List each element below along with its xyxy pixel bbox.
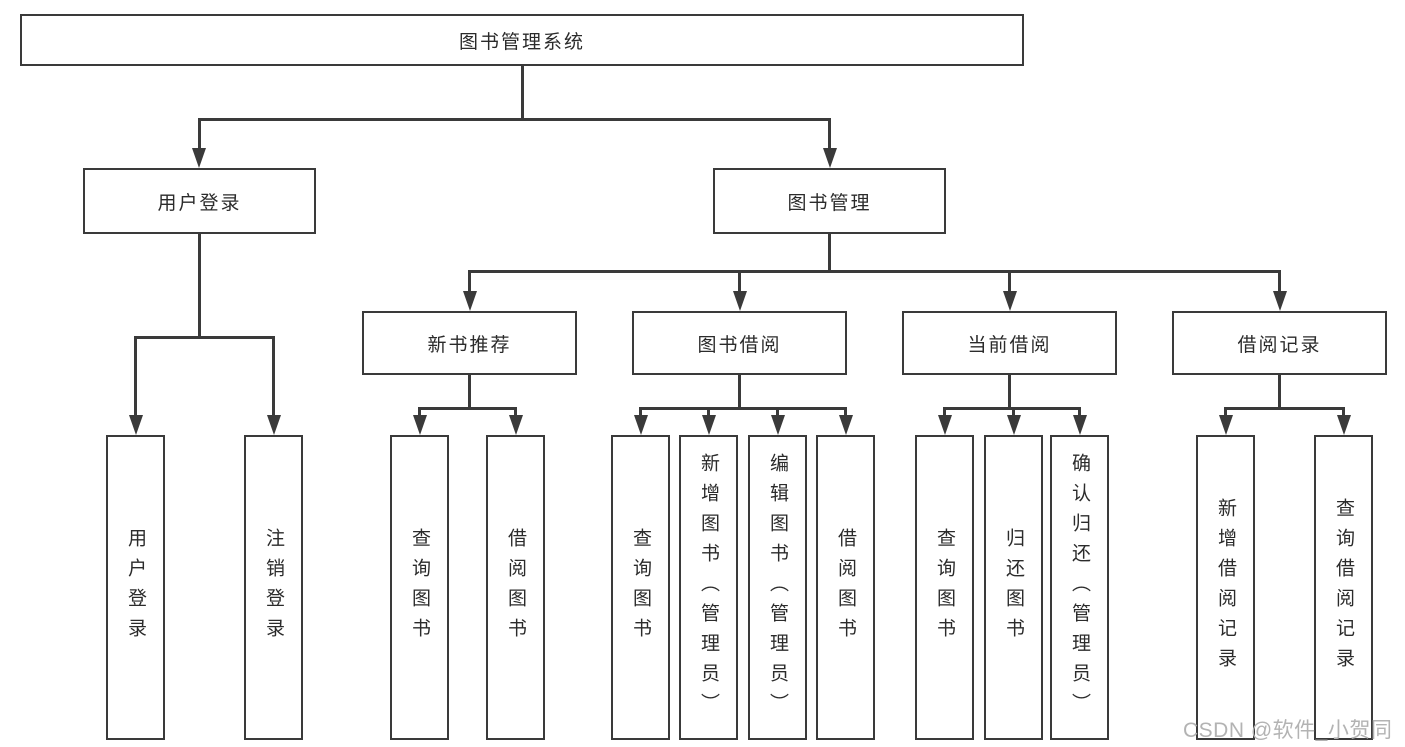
connector-line bbox=[468, 375, 471, 408]
arrowhead-icon bbox=[462, 291, 477, 311]
arrowhead-icon bbox=[770, 415, 785, 435]
connector-line bbox=[738, 271, 741, 295]
arrowhead-icon bbox=[732, 291, 747, 311]
connector-line bbox=[1008, 271, 1011, 295]
leaf-query-borrow-record: 查询借阅记录 bbox=[1314, 435, 1373, 740]
connector-line bbox=[1342, 408, 1345, 419]
connector-line bbox=[639, 408, 642, 419]
connector-line bbox=[1278, 375, 1281, 408]
arrowhead-icon bbox=[1272, 291, 1287, 311]
connector-line bbox=[828, 119, 831, 152]
connector-line bbox=[639, 406, 847, 410]
arrowhead-icon bbox=[1006, 415, 1021, 435]
connector-line bbox=[1224, 406, 1345, 410]
connector-line bbox=[134, 335, 275, 339]
connector-line bbox=[272, 337, 275, 419]
leaf-add-borrow-record: 新增借阅记录 bbox=[1196, 435, 1255, 740]
arrowhead-icon bbox=[1072, 415, 1087, 435]
connector-line bbox=[520, 66, 524, 119]
leaf-return-books: 归还图书 bbox=[984, 435, 1043, 740]
connector-line bbox=[1008, 375, 1011, 408]
leaf-query-books-recommend: 查询图书 bbox=[390, 435, 449, 740]
leaf-edit-books-admin: 编辑图书（管理员） bbox=[748, 435, 807, 740]
arrowhead-icon bbox=[192, 148, 206, 168]
connector-line bbox=[738, 375, 741, 408]
connector-line bbox=[1012, 408, 1015, 419]
arrowhead-icon bbox=[1218, 415, 1233, 435]
connector-line bbox=[828, 234, 831, 271]
watermark: CSDN @软件_小贺同学 bbox=[1183, 719, 1393, 742]
leaf-add-books-admin: 新增图书（管理员） bbox=[679, 435, 738, 740]
connector-line bbox=[418, 408, 421, 419]
leaf-query-books-borrowing: 查询图书 bbox=[611, 435, 670, 740]
connector-line bbox=[197, 117, 831, 121]
connector-line bbox=[468, 271, 471, 295]
arrowhead-icon bbox=[1002, 291, 1017, 311]
arrowhead-icon bbox=[1336, 415, 1351, 435]
leaf-borrow-books-recommend: 借阅图书 bbox=[486, 435, 545, 740]
leaf-user-login: 用户登录 bbox=[106, 435, 165, 740]
arrowhead-icon bbox=[838, 415, 853, 435]
leaf-borrow-books-borrowing: 借阅图书 bbox=[816, 435, 875, 740]
connector-line bbox=[197, 119, 201, 152]
arrowhead-icon bbox=[128, 415, 143, 435]
leaf-confirm-return-admin: 确认归还（管理员） bbox=[1050, 435, 1109, 740]
connector-line bbox=[844, 408, 847, 419]
connector-line bbox=[468, 269, 1281, 273]
arrowhead-icon bbox=[822, 148, 837, 168]
node-user-login: 用户登录 bbox=[83, 168, 316, 234]
connector-line bbox=[1078, 408, 1081, 419]
connector-line bbox=[707, 408, 710, 419]
connector-line bbox=[943, 408, 946, 419]
arrowhead-icon bbox=[701, 415, 716, 435]
connector-line bbox=[1278, 271, 1281, 295]
leaf-query-books-current: 查询图书 bbox=[915, 435, 974, 740]
node-library-system-root: 图书管理系统 bbox=[20, 14, 1024, 66]
connector-line bbox=[418, 406, 517, 410]
connector-line bbox=[776, 408, 779, 419]
arrowhead-icon bbox=[937, 415, 952, 435]
node-book-borrowing: 图书借阅 bbox=[632, 311, 847, 375]
node-current-borrowing: 当前借阅 bbox=[902, 311, 1117, 375]
arrowhead-icon bbox=[508, 415, 523, 435]
node-borrowing-records: 借阅记录 bbox=[1172, 311, 1387, 375]
connector-line bbox=[134, 337, 137, 419]
node-new-book-recommendation: 新书推荐 bbox=[362, 311, 577, 375]
connector-line bbox=[197, 234, 201, 337]
arrowhead-icon bbox=[412, 415, 427, 435]
arrowhead-icon bbox=[266, 415, 281, 435]
connector-line bbox=[1224, 408, 1227, 419]
connector-line bbox=[514, 408, 517, 419]
leaf-logout: 注销登录 bbox=[244, 435, 303, 740]
arrowhead-icon bbox=[633, 415, 648, 435]
node-book-management: 图书管理 bbox=[713, 168, 946, 234]
